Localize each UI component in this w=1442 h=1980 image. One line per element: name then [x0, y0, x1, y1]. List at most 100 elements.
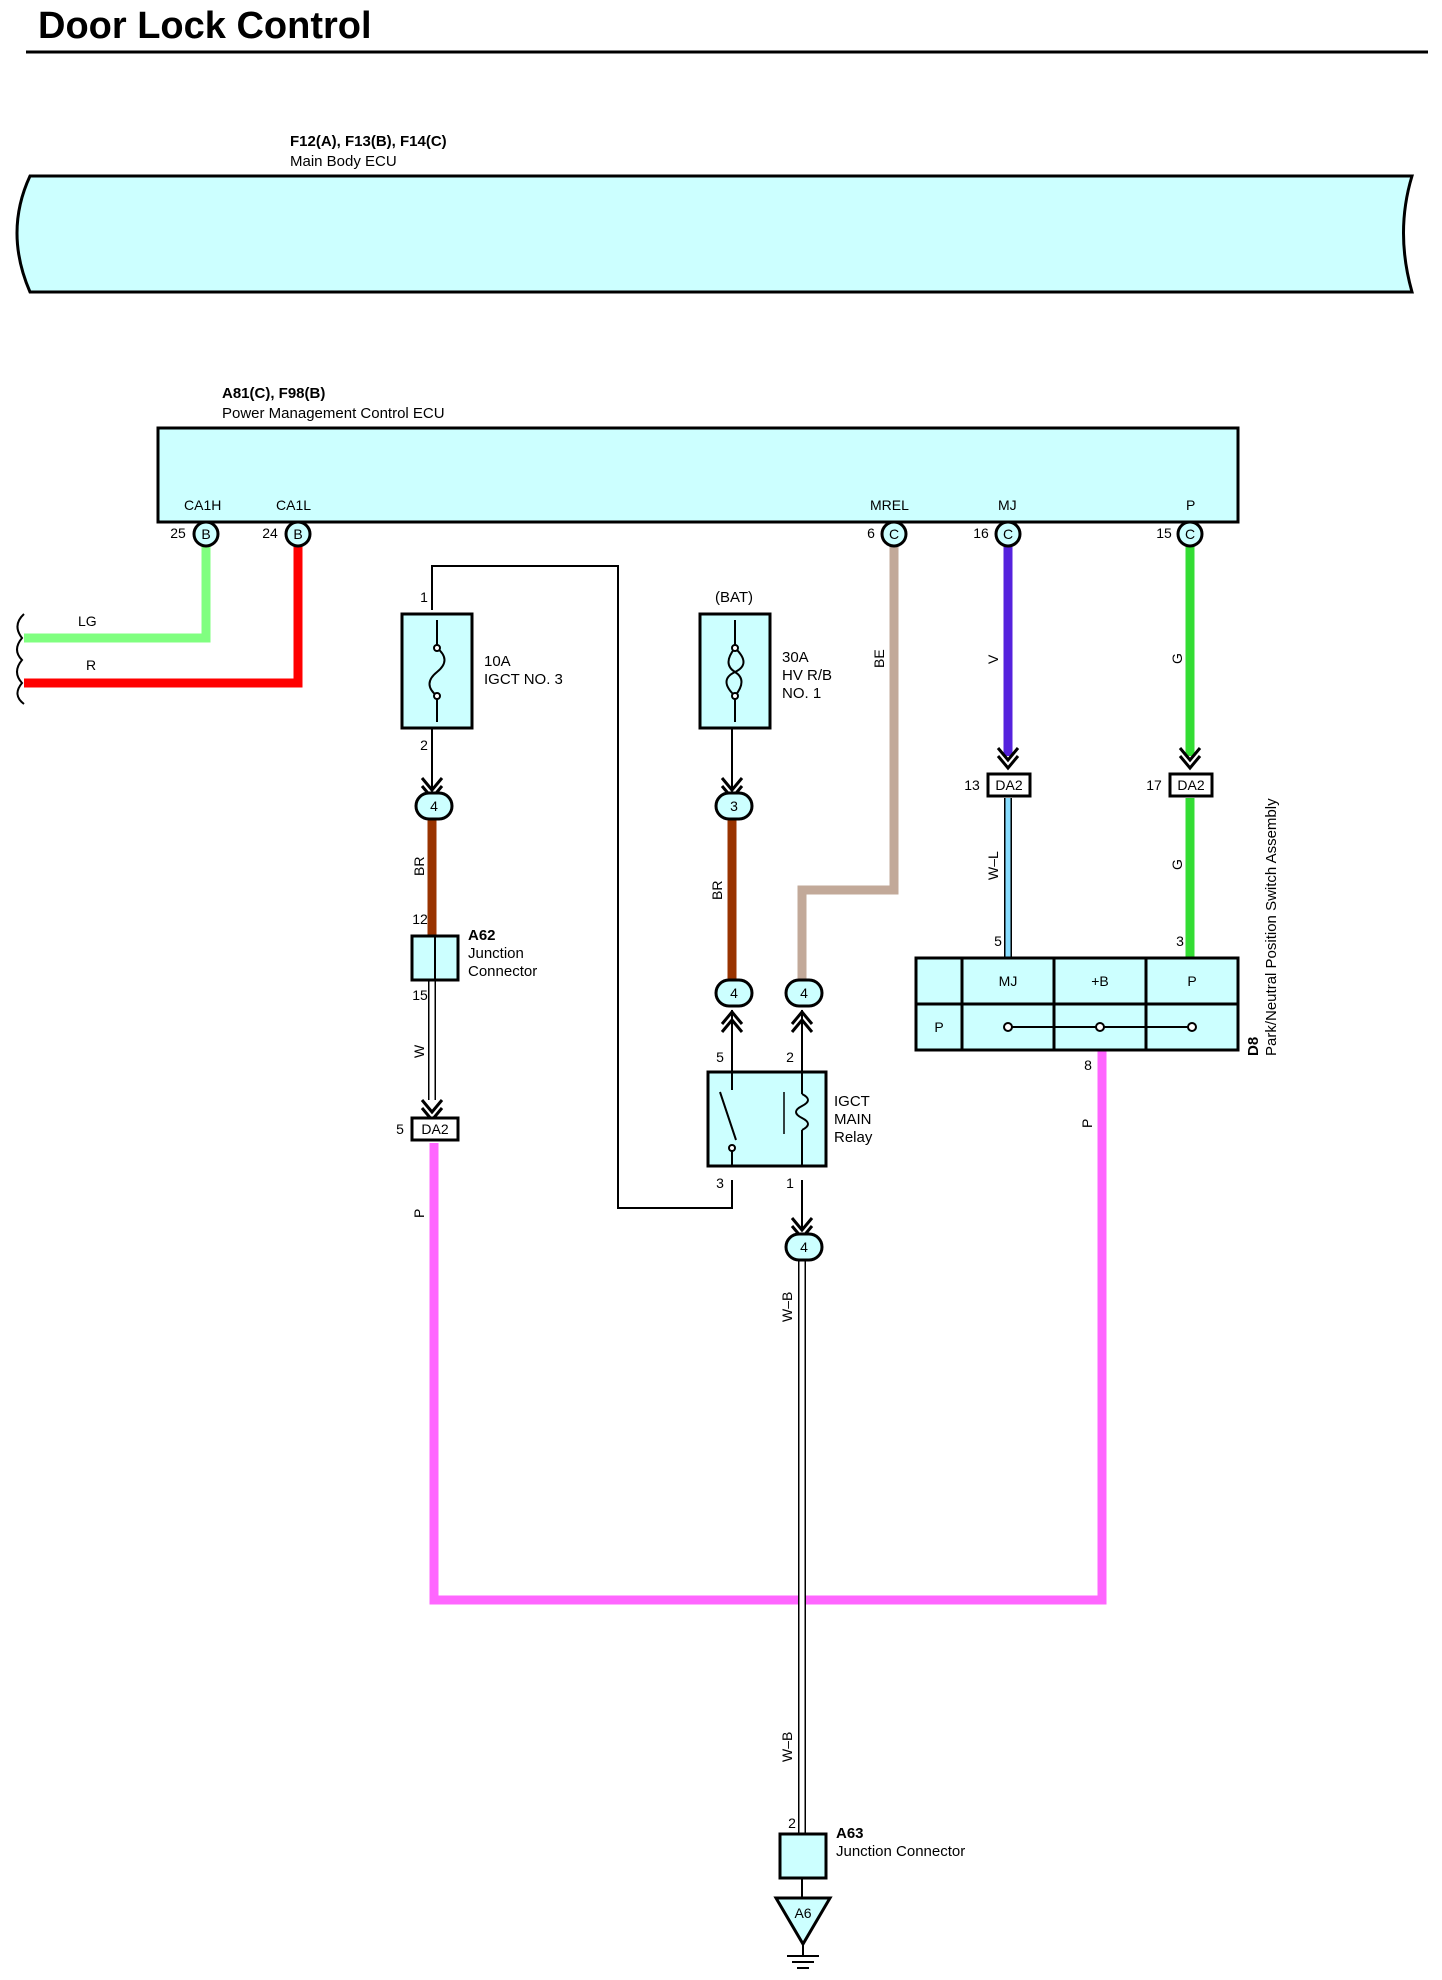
fuse-igct-no3: 1 2 10A IGCT NO. 3	[400, 589, 563, 753]
terminal-label-ca1h: CA1H	[184, 497, 221, 513]
a62-name-2: Connector	[468, 963, 537, 980]
wire-label-wb-1: W–B	[779, 1292, 795, 1322]
power-mgmt-ecu-name: Power Management Control ECU	[222, 405, 445, 422]
svg-text:DA2: DA2	[995, 777, 1022, 793]
fuse-igct-rating: 10A	[484, 653, 511, 670]
park-neutral-switch-d8: 5 3 MJ +B P P 8 D8 Park/Neutral Position…	[914, 798, 1280, 1073]
power-mgmt-ecu-box	[156, 426, 1240, 524]
relay-name-2: MAIN	[834, 1111, 872, 1128]
d8-name: Park/Neutral Position Switch Assembly	[1263, 798, 1280, 1056]
svg-text:25: 25	[170, 525, 186, 541]
svg-text:3: 3	[1176, 933, 1184, 949]
d8-header-mj: MJ	[999, 973, 1018, 989]
ecu-terminal-ca1h: B 25	[170, 520, 220, 548]
svg-text:5: 5	[396, 1121, 404, 1137]
ecu-terminal-mrel: C 6	[867, 520, 908, 548]
svg-text:2: 2	[788, 1815, 796, 1831]
wire-be	[797, 545, 899, 980]
svg-text:12: 12	[412, 911, 428, 927]
fuse-hv-name-1: HV R/B	[782, 667, 832, 684]
fuse-hv-rating: 30A	[782, 649, 809, 666]
svg-text:DA2: DA2	[421, 1121, 448, 1137]
a63-name: Junction Connector	[836, 1843, 965, 1860]
wire-p	[429, 1050, 1107, 1605]
svg-text:4: 4	[800, 1239, 808, 1255]
wire-lg	[24, 545, 211, 643]
junction-connector-a62: 12 15 A62 Junction Connector	[410, 911, 537, 1003]
svg-text:C: C	[1185, 526, 1195, 542]
wire-r	[24, 545, 303, 688]
svg-text:B: B	[293, 526, 302, 542]
svg-text:24: 24	[262, 525, 278, 541]
terminal-label-mrel: MREL	[870, 497, 909, 513]
wire-label-be: BE	[871, 649, 887, 668]
da2-connector-p: DA2 17	[1146, 772, 1214, 798]
wire-label-lg: LG	[78, 613, 97, 629]
main-body-ecu-box	[15, 174, 1415, 294]
wire-label-br-2: BR	[709, 881, 725, 900]
junction-connector-a63: 2 A63 Junction Connector	[778, 1815, 965, 1880]
d8-header-plus-b: +B	[1091, 973, 1109, 989]
ecu-terminal-ca1l: B 24	[262, 520, 312, 548]
svg-text:C: C	[889, 526, 899, 542]
svg-text:5: 5	[716, 1049, 724, 1065]
d8-header-p: P	[1187, 973, 1196, 989]
svg-text:5: 5	[994, 933, 1002, 949]
svg-text:16: 16	[973, 525, 989, 541]
svg-text:2: 2	[420, 737, 428, 753]
relay-name-3: Relay	[834, 1129, 873, 1146]
wire-label-wl: W–L	[985, 851, 1001, 880]
a62-id: A62	[468, 927, 496, 944]
ecu-terminal-mj: C 16	[973, 520, 1022, 548]
relay-name-1: IGCT	[834, 1093, 870, 1110]
a62-name-1: Junction	[468, 945, 524, 962]
da2-connector-mj: DA2 13	[964, 772, 1032, 798]
wire-label-v: V	[985, 654, 1001, 664]
wire-break-mark	[16, 613, 25, 705]
wire-igct-feed	[431, 565, 733, 1209]
ecu-terminal-p: C 15	[1156, 520, 1204, 548]
svg-text:B: B	[201, 526, 210, 542]
terminal-label-p: P	[1186, 497, 1195, 513]
svg-text:1: 1	[786, 1175, 794, 1191]
svg-text:13: 13	[964, 777, 980, 793]
ground-icon: A6	[773, 1896, 833, 1969]
da2-connector-w: DA2 5	[396, 1116, 460, 1142]
junction-oval-4: 4	[784, 978, 824, 1008]
svg-text:17: 17	[1146, 777, 1162, 793]
svg-text:(BAT): (BAT)	[715, 589, 753, 606]
svg-text:8: 8	[1084, 1057, 1092, 1073]
svg-text:4: 4	[730, 985, 738, 1001]
junction-oval-2: 3	[714, 791, 754, 821]
power-mgmt-ecu-connectors: A81(C), F98(B)	[222, 385, 325, 402]
ground-label: A6	[794, 1905, 811, 1921]
junction-oval-1: 4	[414, 791, 454, 821]
wire-label-p-2: P	[1079, 1119, 1095, 1128]
fuse-hv-rb-no1: (BAT) 30A HV R/B NO. 1	[698, 589, 832, 730]
svg-text:DA2: DA2	[1177, 777, 1204, 793]
wire-label-r: R	[86, 657, 96, 673]
terminal-label-ca1l: CA1L	[276, 497, 311, 513]
svg-text:4: 4	[800, 985, 808, 1001]
svg-text:2: 2	[786, 1049, 794, 1065]
svg-text:4: 4	[430, 798, 438, 814]
igct-main-relay: 5 2 3 1 IGCT MAIN Relay	[706, 1049, 873, 1191]
junction-oval-3: 4	[714, 978, 754, 1008]
main-body-ecu-name: Main Body ECU	[290, 153, 397, 170]
page-title: Door Lock Control	[38, 5, 372, 47]
main-body-ecu-connectors: F12(A), F13(B), F14(C)	[290, 133, 447, 150]
d8-id: D8	[1245, 1037, 1262, 1056]
wire-label-w: W	[411, 1044, 427, 1058]
fuse-igct-name: IGCT NO. 3	[484, 671, 563, 688]
svg-text:15: 15	[412, 987, 428, 1003]
junction-oval-5: 4	[784, 1232, 824, 1262]
wire-label-g-1: G	[1169, 653, 1185, 664]
wire-label-g-2: G	[1169, 859, 1185, 870]
svg-text:1: 1	[420, 589, 428, 605]
terminal-label-mj: MJ	[998, 497, 1017, 513]
wire-label-br-1: BR	[411, 857, 427, 876]
svg-text:15: 15	[1156, 525, 1172, 541]
fuse-hv-name-2: NO. 1	[782, 685, 821, 702]
wire-label-p-1: P	[411, 1209, 427, 1218]
